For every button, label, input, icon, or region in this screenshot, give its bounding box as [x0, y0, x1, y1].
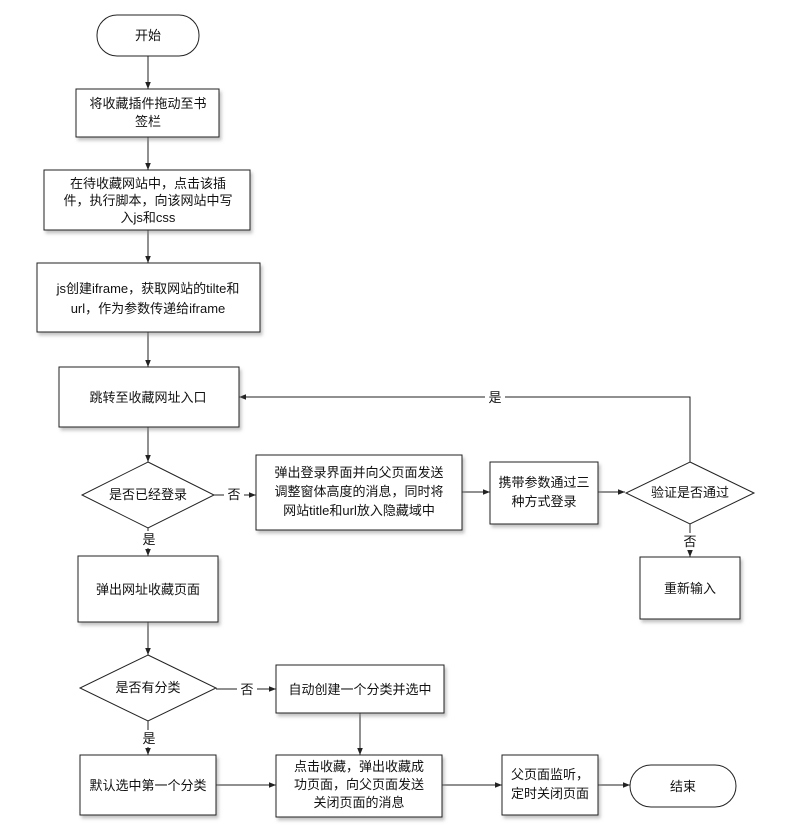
node-click-collect-line-1: 点击收藏，弹出收藏成: [294, 759, 424, 774]
node-jump-entry: 跳转至收藏网址入口: [58, 366, 240, 428]
node-popup-collect: 弹出网址收藏页面: [77, 555, 219, 623]
node-jump-entry-label: 跳转至收藏网址入口: [89, 390, 206, 405]
node-drag-plugin-line-1: 将收藏插件拖动至书: [89, 96, 206, 111]
node-create-iframe-line-1: js创建iframe，获取网站的tilte和: [56, 281, 240, 296]
node-start: 开始: [96, 14, 200, 57]
label-logged-no: 否: [227, 487, 240, 502]
node-create-iframe-line-2: url，作为参数传递给iframe: [71, 301, 226, 316]
node-reenter: 重新输入: [639, 556, 741, 620]
label-category-yes: 是: [142, 731, 155, 746]
node-popup-login: 弹出登录界面并向父页面发送 调整窗体高度的消息，同时将 网站title和url放…: [255, 454, 463, 531]
node-reenter-label: 重新输入: [664, 581, 716, 596]
node-click-plugin: 在待收藏网站中，点击该插 件，执行脚本，向该网站中写 入js和css: [43, 169, 251, 231]
node-has-category-label: 是否有分类: [115, 680, 180, 695]
node-click-collect-line-3: 关闭页面的消息: [313, 795, 404, 810]
node-login-three-ways-line-1: 携带参数通过三: [498, 475, 589, 490]
node-has-category: 是否有分类: [78, 654, 218, 722]
node-parent-listen-line-1: 父页面监听，: [511, 767, 589, 782]
edge-verify-yes: [239, 394, 691, 462]
node-create-iframe: js创建iframe，获取网站的tilte和 url，作为参数传递给iframe: [36, 262, 261, 333]
node-click-plugin-line-1: 在待收藏网站中，点击该插: [70, 176, 226, 191]
node-click-plugin-line-2: 件，执行脚本，向该网站中写: [63, 193, 232, 208]
node-drag-plugin-line-2: 签栏: [135, 114, 161, 129]
node-login-three-ways: 携带参数通过三 种方式登录: [489, 461, 599, 525]
node-default-first-category: 默认选中第一个分类: [79, 754, 217, 816]
node-verify-pass-label: 验证是否通过: [651, 485, 729, 500]
node-popup-login-line-3: 网站title和url放入隐藏域中: [283, 503, 435, 518]
label-verify-no: 否: [683, 534, 696, 549]
node-default-first-category-label: 默认选中第一个分类: [89, 778, 206, 793]
node-end-label: 结束: [670, 779, 696, 794]
node-start-label: 开始: [135, 28, 161, 43]
node-popup-collect-label: 弹出网址收藏页面: [96, 582, 200, 597]
label-logged-yes: 是: [142, 532, 155, 547]
node-popup-login-line-2: 调整窗体高度的消息，同时将: [274, 484, 443, 499]
node-parent-listen-line-2: 定时关闭页面: [511, 786, 589, 801]
node-click-collect: 点击收藏，弹出收藏成 功页面，向父页面发送 关闭页面的消息: [275, 754, 443, 818]
node-is-logged-in-label: 是否已经登录: [109, 487, 187, 502]
edge-labels: 是 否 是 否 否 是: [139, 389, 700, 747]
node-verify-pass: 验证是否通过: [624, 461, 756, 525]
node-auto-create-category-label: 自动创建一个分类并选中: [288, 682, 431, 697]
node-popup-login-line-1: 弹出登录界面并向父页面发送: [274, 465, 443, 480]
node-end: 结束: [629, 764, 737, 808]
node-auto-create-category: 自动创建一个分类并选中: [275, 664, 445, 714]
label-category-no: 否: [240, 682, 253, 697]
node-click-collect-line-2: 功页面，向父页面发送: [294, 777, 424, 792]
node-login-three-ways-line-2: 种方式登录: [511, 494, 576, 509]
node-is-logged-in: 是否已经登录: [80, 461, 216, 529]
label-verify-yes: 是: [488, 390, 501, 405]
node-drag-plugin: 将收藏插件拖动至书 签栏: [75, 88, 220, 138]
node-parent-listen: 父页面监听， 定时关闭页面: [501, 754, 599, 816]
node-click-plugin-line-3: 入js和css: [121, 210, 176, 225]
